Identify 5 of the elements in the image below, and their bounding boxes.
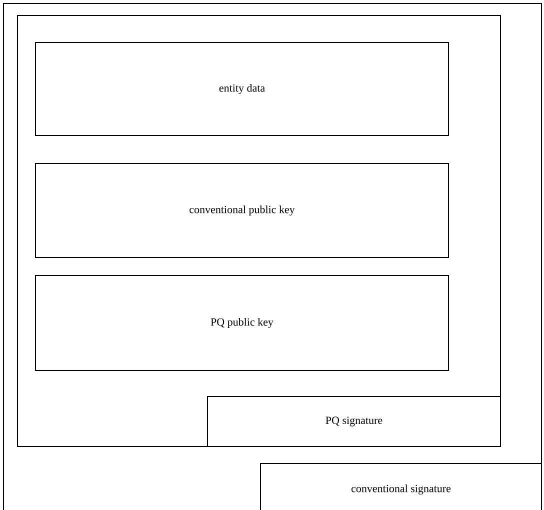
field-box: conventional signature — [260, 463, 542, 510]
field-box: entity data — [35, 42, 449, 136]
field-box: PQ signature — [207, 396, 501, 447]
field-box: PQ public key — [35, 275, 449, 371]
field-box: conventional public key — [35, 163, 449, 258]
